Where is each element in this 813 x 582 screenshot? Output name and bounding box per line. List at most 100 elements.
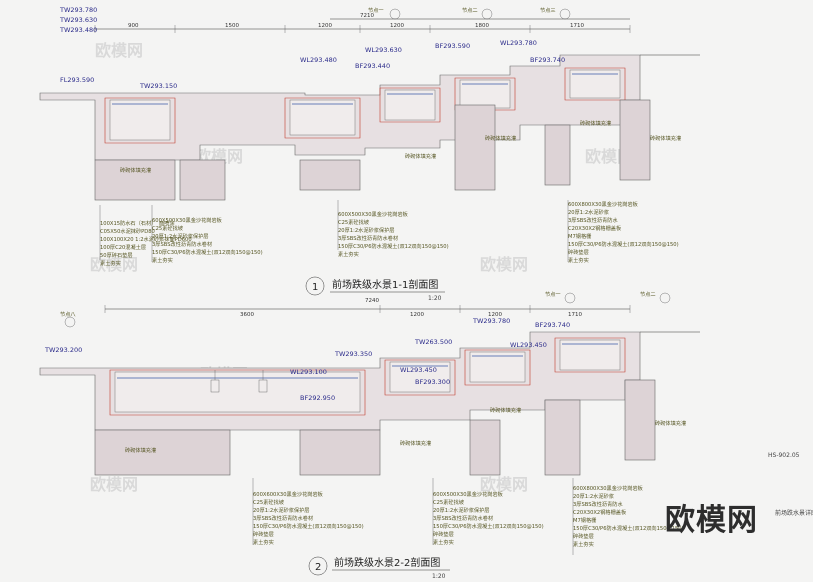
- svg-text:素土夯实: 素土夯实: [433, 538, 454, 546]
- svg-text:600X600X30黑金沙花岗岩板: 600X600X30黑金沙花岗岩板: [253, 490, 324, 498]
- svg-text:100X15防水石（石材） 面喷涂: 100X15防水石（石材） 面喷涂: [100, 219, 175, 227]
- svg-text:600X800X30黑金沙花岗岩板: 600X800X30黑金沙花岗岩板: [573, 484, 644, 492]
- level-label: WL293.450: [400, 366, 437, 374]
- svg-text:150厚C30/P6防水混凝土(双12双向150@150): 150厚C30/P6防水混凝土(双12双向150@150): [568, 240, 679, 248]
- foundation-pier: [619, 99, 651, 181]
- svg-text:3厚SBS改性沥青防水卷材: 3厚SBS改性沥青防水卷材: [433, 514, 493, 522]
- dimension-label: 1200: [390, 23, 404, 29]
- dimension-label: 1200: [318, 23, 332, 29]
- pool-basin: [459, 79, 511, 109]
- dimension-label: 1710: [568, 312, 582, 318]
- dimension-label: 1200: [410, 312, 424, 318]
- material-notes: 600X600X30黑金沙花岗岩板 C25素砼找坡 20厚1:2水泥砂浆保护层 …: [253, 490, 364, 546]
- foundation-pier: [299, 159, 361, 191]
- level-label: TW263.500: [414, 338, 452, 346]
- svg-text:节点二: 节点二: [462, 7, 478, 14]
- pool-basin: [469, 351, 526, 383]
- dimension-label: 1500: [225, 23, 239, 29]
- level-label: TW293.480: [59, 26, 97, 34]
- level-label: WL293.780: [500, 39, 537, 47]
- section-1: 7210 900 1500 1200 1200 1800 1710 节点一 节点…: [39, 6, 700, 302]
- dimension-label: 1800: [475, 23, 489, 29]
- svg-text:C25素砼找坡: C25素砼找坡: [338, 218, 369, 226]
- fill-label: 砖砌体填充灌: [650, 134, 681, 142]
- svg-text:节点一: 节点一: [368, 7, 384, 14]
- svg-text:节点一: 节点一: [545, 291, 561, 298]
- side-note: 前场跌水景详图五: [775, 509, 813, 517]
- level-label: BF293.740: [530, 56, 565, 64]
- node-marker: 节点二: [462, 7, 493, 20]
- foundation-pier: [299, 429, 381, 476]
- svg-text:C20X30X2钢格栅盖板: C20X30X2钢格栅盖板: [573, 508, 627, 516]
- node-marker: 节点三: [540, 7, 571, 20]
- fill-label: 砖砌体填充灌: [485, 134, 516, 142]
- svg-text:150厚C30/P6防水混凝土(双12双向150@150): 150厚C30/P6防水混凝土(双12双向150@150): [573, 524, 684, 532]
- fill-label: 砖砌体填充灌: [490, 406, 521, 414]
- svg-text:节点三: 节点三: [540, 7, 556, 14]
- svg-text:M7钢格栅: M7钢格栅: [568, 232, 591, 240]
- brand-logo: 欧模网: [665, 503, 758, 538]
- svg-text:C20X30X2钢格栅盖板: C20X30X2钢格栅盖板: [568, 224, 622, 232]
- level-label: WL293.630: [365, 46, 402, 54]
- pool-basin: [559, 339, 621, 371]
- section-number: 1: [312, 282, 318, 293]
- material-notes: 600X500X30黑金沙花岗岩板 C25素砼找坡 20厚1:2水泥砂浆保护层 …: [433, 490, 544, 546]
- material-notes: 600X800X30黑金沙花岗岩板 20厚1:2水泥砂浆 3厚SBS改性沥青防水…: [568, 200, 679, 264]
- svg-text:节点八: 节点八: [60, 311, 76, 318]
- section-2: 7240 3600 1200 1200 1710 节点八 节点一 节点二: [39, 291, 700, 580]
- svg-text:节点二: 节点二: [640, 291, 656, 298]
- level-label: TW293.630: [59, 16, 97, 24]
- pool-basin: [109, 99, 171, 141]
- svg-text:50厚碎石垫层: 50厚碎石垫层: [100, 251, 133, 259]
- foundation-pier: [94, 429, 231, 476]
- material-notes: 600X500X30黑金沙花岗岩板 C25素砼找坡 20厚1:2水泥砂浆保护层 …: [152, 216, 263, 264]
- foundation-pier: [94, 159, 176, 201]
- svg-text:3厚SBS改性沥青防水卷材: 3厚SBS改性沥青防水卷材: [253, 514, 313, 522]
- drawing-code: HS-902.05: [768, 452, 800, 459]
- svg-text:150厚C30/P6防水混凝土(双12双向150@150): 150厚C30/P6防水混凝土(双12双向150@150): [253, 522, 364, 530]
- level-label: WL293.100: [290, 368, 327, 376]
- svg-text:3厚SBS改性沥青防水卷材: 3厚SBS改性沥青防水卷材: [338, 234, 398, 242]
- section-title: 前场跌级水景1-1剖面图: [332, 278, 438, 291]
- foundation-pier: [454, 104, 496, 191]
- svg-text:150厚C30/P6防水混凝土(双12双向150@150): 150厚C30/P6防水混凝土(双12双向150@150): [152, 248, 263, 256]
- fill-label: 砖砌体填充灌: [120, 166, 151, 174]
- fill-label: 砖砌体填充灌: [125, 446, 156, 454]
- section-scale: 1:20: [432, 573, 446, 580]
- svg-text:150厚C30/P6防水混凝土(双12双向150@150): 150厚C30/P6防水混凝土(双12双向150@150): [338, 242, 449, 250]
- svg-text:C25素砼找坡: C25素砼找坡: [433, 498, 464, 506]
- section-number-circle: [305, 276, 325, 296]
- svg-text:20厚1:2水泥砂浆保护层: 20厚1:2水泥砂浆保护层: [433, 506, 489, 514]
- fountain-jets: [210, 370, 268, 393]
- level-label: TW293.780: [472, 317, 510, 325]
- watermark: 欧模网: [90, 475, 138, 494]
- level-label: BF293.300: [415, 378, 450, 386]
- svg-text:600X500X30黑金沙花岗岩板: 600X500X30黑金沙花岗岩板: [433, 490, 504, 498]
- fill-label: 砖砌体填充灌: [580, 119, 611, 127]
- section-number: 2: [315, 562, 321, 573]
- dimension-label: 900: [128, 23, 139, 29]
- svg-text:3厚SBS改性沥青防水卷材: 3厚SBS改性沥青防水卷材: [152, 240, 212, 248]
- svg-text:3厚SBS改性沥青防水: 3厚SBS改性沥青防水: [568, 216, 618, 224]
- pool-basin: [389, 361, 451, 393]
- svg-text:20厚1:2水泥砂浆: 20厚1:2水泥砂浆: [568, 208, 609, 216]
- fill-label: 砖砌体填充灌: [655, 419, 686, 427]
- foundation-pier: [544, 399, 581, 476]
- level-label: TW293.200: [44, 346, 82, 354]
- dimension-label: 1200: [488, 312, 502, 318]
- svg-text:600X500X30黑金沙花岗岩板: 600X500X30黑金沙花岗岩板: [152, 216, 223, 224]
- pool-basin: [289, 99, 356, 136]
- section-scale: 1:20: [428, 295, 442, 302]
- svg-text:碎砖垫层: 碎砖垫层: [253, 530, 274, 538]
- watermark: 欧模网: [480, 475, 528, 494]
- svg-text:碎砖垫层: 碎砖垫层: [568, 248, 589, 256]
- section-number-circle: [308, 556, 328, 576]
- svg-text:素土夯实: 素土夯实: [100, 259, 121, 267]
- total-dimension: 7210: [360, 13, 374, 19]
- svg-text:C05X50水泥抹砂PD80: C05X50水泥抹砂PD80: [100, 227, 155, 235]
- svg-text:M7钢格栅: M7钢格栅: [573, 516, 596, 524]
- node-marker: 节点一: [368, 7, 401, 20]
- level-label: BF293.740: [535, 321, 570, 329]
- fill-label: 砖砌体填充灌: [400, 439, 431, 447]
- svg-text:100X100X20 1:2水泥砂浆抹面PD600: 100X100X20 1:2水泥砂浆抹面PD600: [100, 235, 192, 243]
